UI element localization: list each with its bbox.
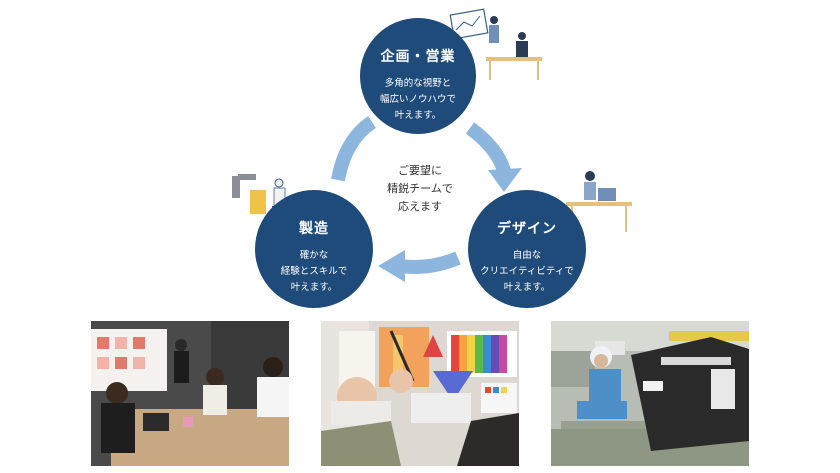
center-message: ご要望に 精鋭チームで 応えます	[387, 164, 453, 213]
color-swatch-photo	[321, 321, 519, 466]
manufacturing-desc: 確かな 経験とスキルで 叶えます。	[280, 250, 348, 293]
design-node: デザイン 自由な クリエイティビティで 叶えます。	[468, 190, 586, 308]
design-title: デザイン	[497, 221, 557, 237]
arrow-design-to-mfg-head	[378, 250, 405, 282]
color-swatch-photo-art	[321, 321, 519, 466]
arrow-plan-to-design-head	[488, 168, 522, 192]
plan-sales-desc: 多角的な視野と 幅広いノウハウで 叶えます。	[379, 78, 456, 121]
manufacturing-title: 製造	[299, 221, 329, 237]
plan-sales-node: 企画・営業 多角的な視野と 幅広いノウハウで 叶えます。	[360, 18, 476, 134]
arrow-mfg-to-plan	[331, 116, 377, 182]
arrow-design-to-mfg	[399, 251, 461, 274]
meeting-photo	[91, 321, 289, 466]
meeting-photo-art	[91, 321, 289, 466]
meeting-illustration	[449, 8, 542, 80]
factory-photo-art	[551, 321, 749, 466]
manufacturing-node: 製造 確かな 経験とスキルで 叶えます。	[255, 190, 373, 308]
plan-sales-title: 企画・営業	[380, 49, 456, 65]
factory-photo	[551, 321, 749, 466]
workflow-diagram: 企画・営業 多角的な視野と 幅広いノウハウで 叶えます。 製造 確かな 経験とス…	[232, 8, 632, 308]
design-desc: 自由な クリエイティビティで 叶えます。	[480, 250, 574, 293]
